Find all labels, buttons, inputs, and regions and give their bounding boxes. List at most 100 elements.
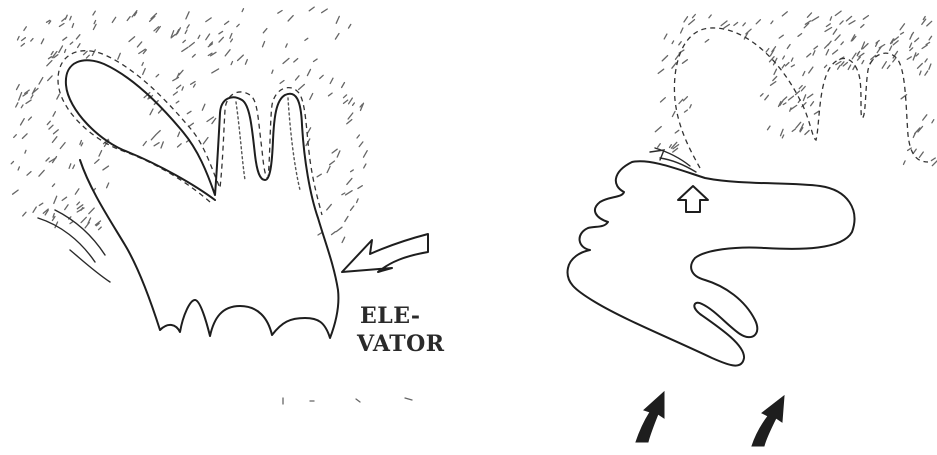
bone-stipple-mark (24, 27, 26, 31)
bone-stipple-mark (142, 63, 143, 66)
bone-stipple-mark (893, 41, 898, 45)
bone-stipple-mark (65, 205, 68, 210)
bone-stipple-mark (206, 18, 211, 22)
bone-stipple-mark (364, 164, 366, 168)
bone-stipple-mark (70, 16, 71, 20)
bone-stipple-mark (863, 16, 868, 20)
bone-stipple-mark (194, 84, 196, 87)
bone-stipple-mark (178, 132, 180, 136)
bone-stipple-mark (771, 82, 776, 86)
movement-arrow-2-icon (752, 396, 784, 446)
bone-stipple-mark (93, 24, 96, 29)
bone-stipple-mark (219, 37, 223, 42)
bone-stipple-mark (814, 111, 819, 114)
bone-stipple-mark (670, 145, 672, 148)
bone-stipple-mark (791, 105, 797, 109)
bone-stipple-mark (929, 36, 932, 40)
bone-stipple-mark (756, 20, 760, 24)
bone-stipple-mark (187, 111, 191, 113)
bone-stipple-mark (771, 21, 773, 24)
bone-stipple-mark (203, 138, 208, 144)
bone-stipple-mark (49, 125, 53, 129)
bone-stipple-mark (682, 60, 687, 64)
bone-stipple-mark (910, 43, 912, 47)
bone-stipple-mark (345, 216, 348, 221)
bone-stipple-mark (812, 17, 819, 21)
bone-stipple-mark (809, 67, 813, 73)
bone-stipple-mark (57, 94, 60, 99)
bone-stipple-mark (344, 95, 347, 98)
bone-stipple-mark (932, 160, 937, 166)
bone-stipple-mark (92, 50, 95, 56)
bone-stipple-mark (17, 85, 20, 90)
bone-stipple-mark (29, 117, 32, 120)
bone-stipple-mark (833, 50, 838, 54)
bone-stipple-mark (143, 69, 146, 75)
bone-stipple-mark (81, 217, 86, 222)
bone-stipple-mark (182, 87, 183, 90)
bone-stipple-mark (655, 127, 661, 132)
bone-stipple-mark (768, 126, 771, 130)
bone-stipple-mark (11, 162, 13, 164)
bone-stipple-mark (836, 62, 841, 65)
bone-stipple-mark (21, 105, 23, 108)
bone-stipple-mark (862, 61, 864, 64)
bone-stipple-mark (813, 51, 815, 55)
bone-stipple-mark (894, 37, 898, 40)
bone-stipple-mark (807, 13, 811, 17)
bone-stipple-mark (212, 118, 216, 123)
bone-stipple-mark (848, 65, 851, 69)
bone-stipple-mark (231, 62, 232, 65)
bone-stipple-mark (39, 78, 43, 85)
bone-stipple-mark (846, 16, 851, 21)
bone-stipple-mark (63, 37, 67, 40)
bone-stipple-mark (679, 42, 681, 45)
bone-stipple-mark (93, 11, 95, 15)
bone-stipple-mark (33, 207, 36, 212)
bone-stipple-mark (922, 45, 927, 48)
bone-stipple-mark (672, 112, 675, 117)
bone-stipple-mark (176, 101, 179, 103)
bone-stipple-mark (59, 46, 63, 53)
bone-stipple-mark (280, 81, 284, 84)
bone-stipple-mark (914, 149, 917, 153)
bone-stipple-mark (173, 92, 177, 95)
bone-stipple-mark (237, 24, 239, 26)
bone-stipple-mark (69, 164, 71, 169)
bone-stipple-mark (746, 29, 751, 34)
bone-stipple-mark (23, 212, 26, 216)
bone-stipple-mark (347, 120, 352, 124)
bone-stipple-mark (161, 142, 163, 148)
bone-stipple-mark (709, 15, 711, 18)
bone-stipple-mark (773, 77, 777, 81)
bone-stipple-mark (80, 141, 82, 145)
bone-stipple-mark (198, 35, 200, 38)
bone-stipple-mark (786, 63, 789, 66)
bone-stipple-mark (901, 32, 904, 34)
bone-stipple-mark (329, 93, 333, 96)
bone-stipple-mark (904, 161, 906, 165)
bone-stipple-mark (77, 202, 80, 205)
bone-stipple-mark (919, 152, 923, 157)
bone-stipple-mark (54, 130, 59, 134)
bone-stipple-mark (761, 94, 764, 96)
bone-stipple-mark (932, 120, 934, 123)
bone-stipple-mark (14, 135, 17, 138)
left-root-canal-1 (236, 102, 245, 180)
left-panel: ELE- VATOR (11, 7, 445, 404)
bone-stipple-mark (835, 35, 840, 41)
bone-stipple-mark (685, 110, 688, 112)
bone-stipple-mark (690, 105, 691, 108)
bone-stipple-mark (658, 144, 661, 148)
elevator-label-line-1: ELE- (360, 303, 421, 329)
bone-stipple-mark (364, 151, 368, 158)
bone-stipple-mark (705, 40, 709, 43)
bone-stipple-mark (681, 28, 683, 33)
bone-stipple-mark (662, 56, 667, 61)
bone-stipple-mark (743, 23, 745, 26)
bone-stipple-mark (212, 69, 219, 73)
bone-stipple-mark (791, 65, 794, 67)
bone-stipple-mark (305, 38, 308, 40)
bone-stipple-mark (337, 151, 340, 157)
bone-stipple-mark (890, 46, 892, 50)
